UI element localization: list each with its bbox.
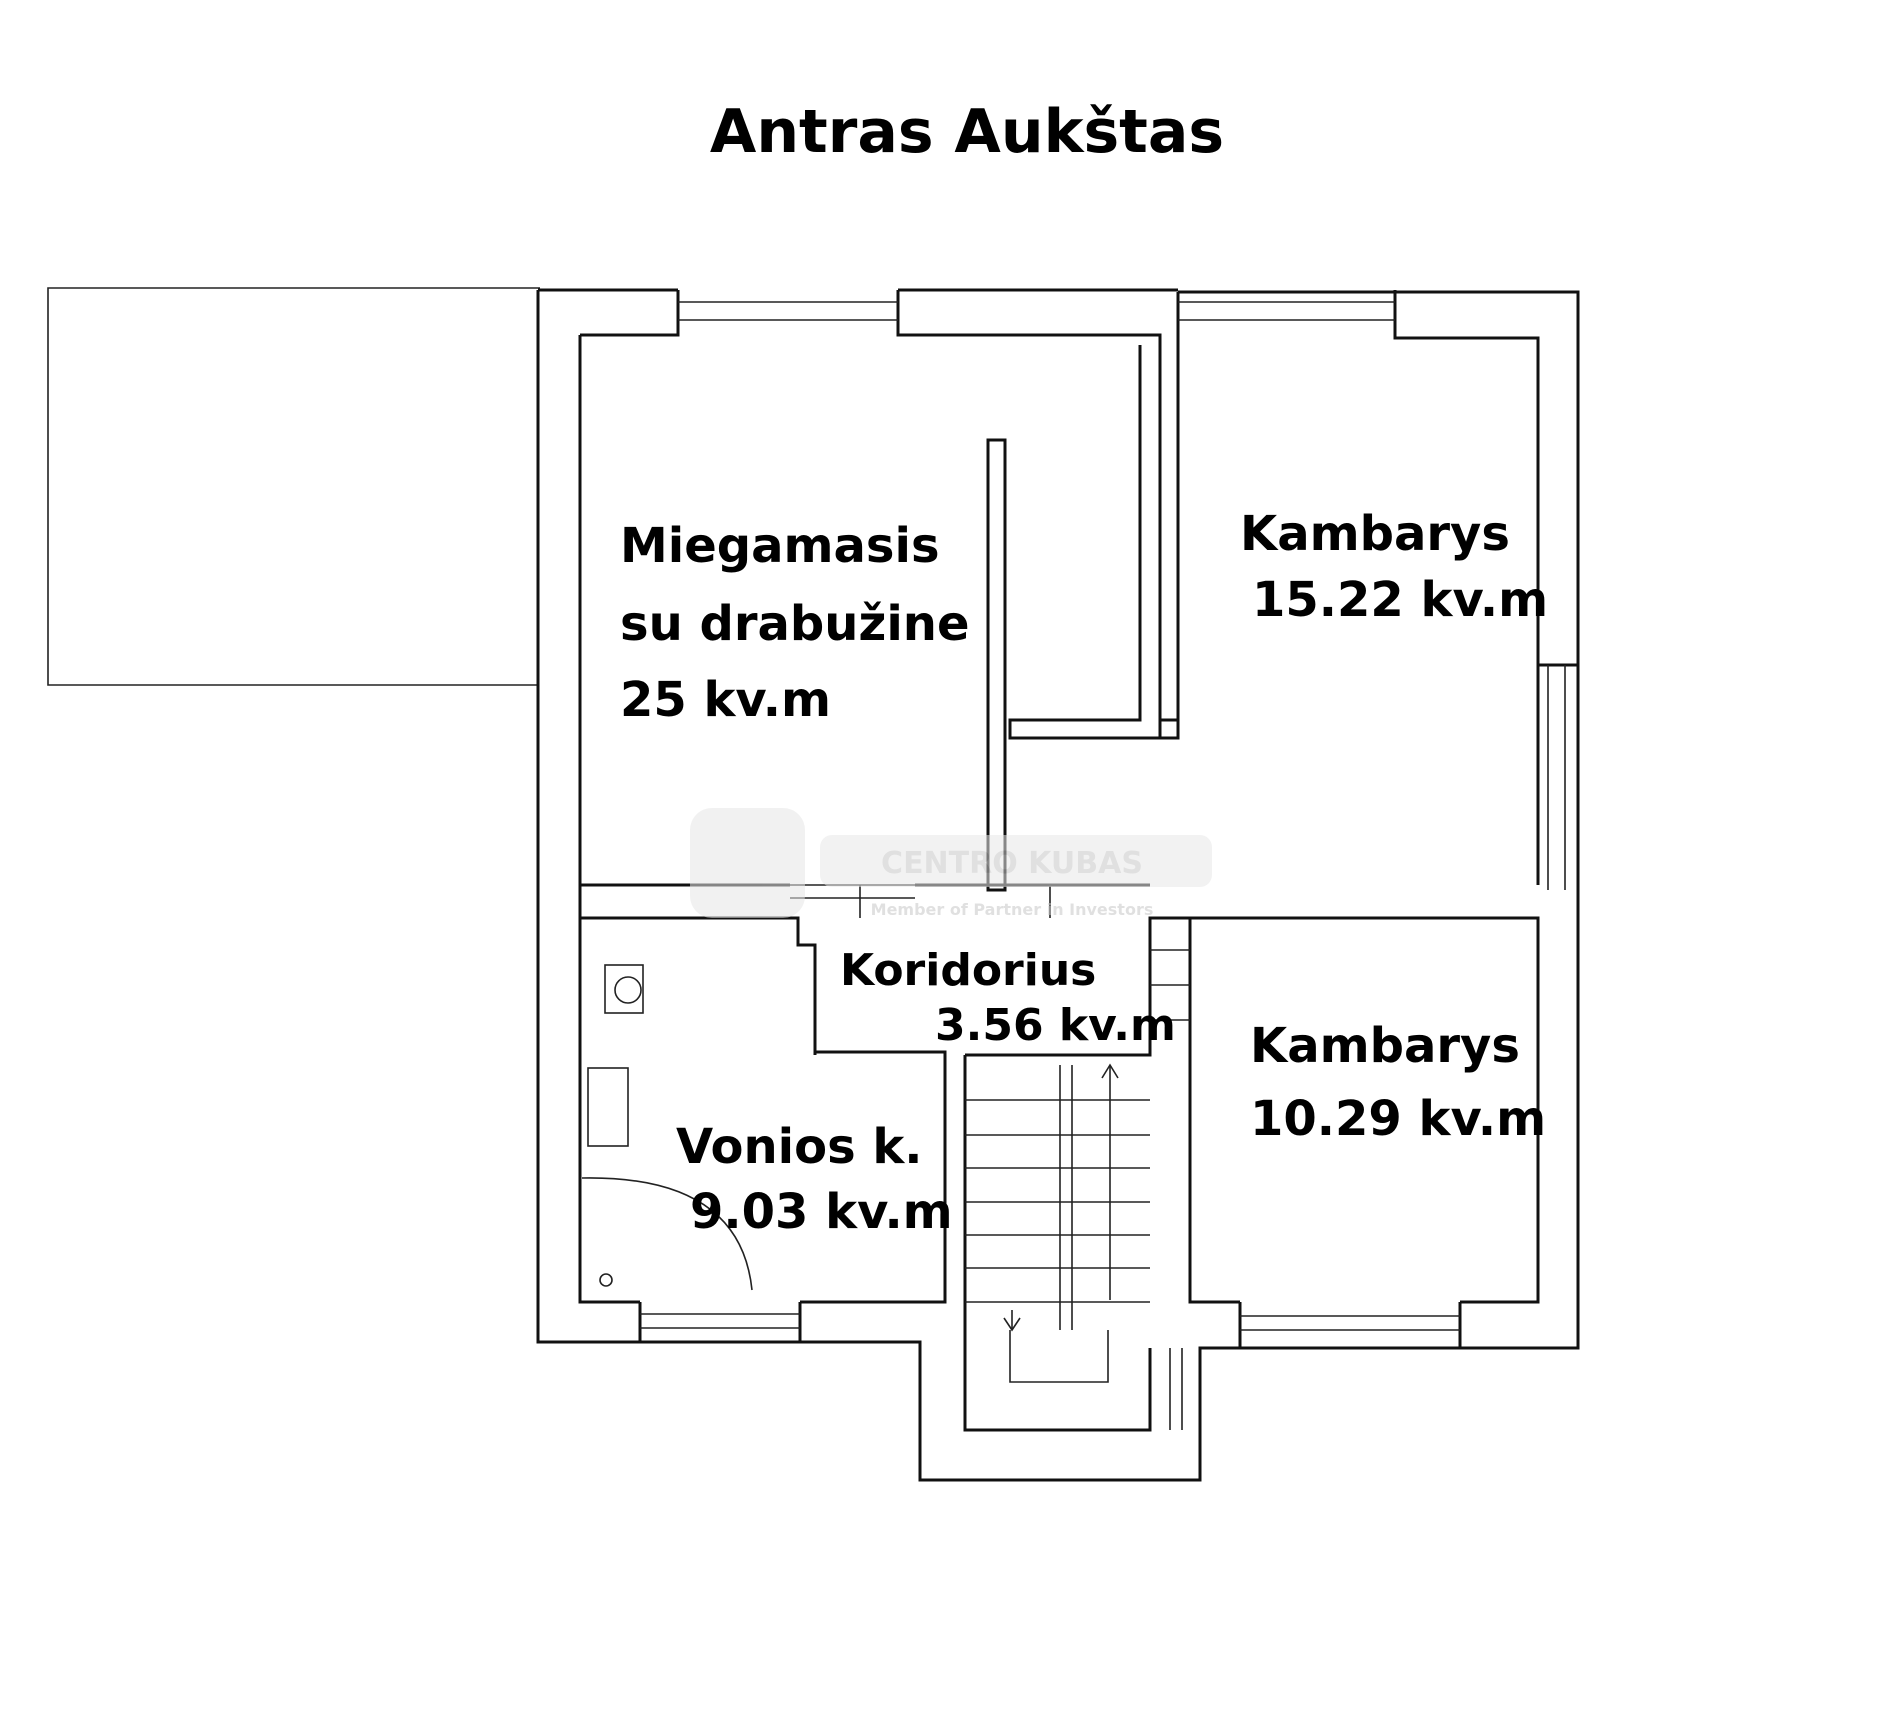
bathroom-label: Vonios k. [676,1119,923,1175]
bathroom-walls [578,918,947,1342]
room-se-label: Kambarys [1250,1018,1520,1074]
bedroom-label-line2: su drabužine [620,596,970,652]
watermark: CENTRO KUBAS Member of Partner in Invest… [690,808,1212,919]
bedroom-area: 25 kv.m [620,672,831,728]
corridor-label: Koridorius [840,945,1096,996]
watermark-tagline: Member of Partner in Investors [871,900,1154,919]
corridor-area: 3.56 kv.m [935,1000,1176,1051]
watermark-brand: CENTRO KUBAS [881,846,1143,881]
room-ne-label: Kambarys [1240,506,1510,562]
staircase [918,1055,1202,1480]
room-se-area: 10.29 kv.m [1250,1091,1546,1147]
room-se-walls [1150,916,1540,1348]
bathroom-area: 9.03 kv.m [690,1184,953,1240]
bedroom-label-line1: Miegamasis [620,518,940,574]
balcony-outline [47,287,540,686]
room-ne-area: 15.22 kv.m [1252,572,1548,628]
room-ne-walls [1010,665,1580,1348]
floor-title: Antras Aukštas [710,97,1224,167]
